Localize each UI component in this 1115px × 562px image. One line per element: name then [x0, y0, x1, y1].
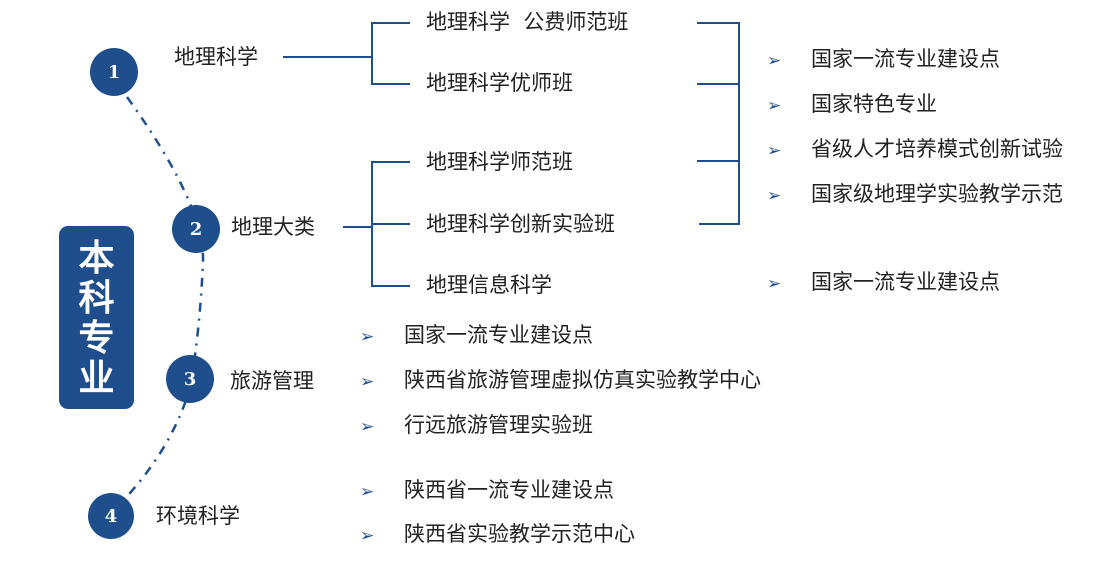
bracket-geo-science — [371, 22, 410, 85]
undergraduate-title-box: 本 科 专 业 — [59, 226, 134, 409]
list-item: ➢省级人才培养模式创新试验 — [767, 137, 1063, 161]
list-item: ➢陕西省旅游管理虚拟仿真实验教学中心 — [360, 368, 761, 392]
major-name-geo-science: 地理科学 — [174, 45, 258, 69]
title-char: 科 — [78, 277, 115, 319]
arrow-bullet-icon: ➢ — [767, 96, 782, 116]
arrow-bullet-icon: ➢ — [767, 186, 782, 206]
program-gis: 地理信息科学 — [426, 273, 552, 297]
list-item: ➢陕西省实验教学示范中心 — [360, 522, 635, 546]
arrow-bullet-icon: ➢ — [767, 51, 782, 71]
list-item: ➢国家一流专业建设点 — [767, 270, 1000, 294]
major-name-environment: 环境科学 — [156, 504, 240, 528]
program-excellent-teacher: 地理科学优师班 — [426, 71, 573, 95]
list-item: ➢国家一流专业建设点 — [767, 47, 1000, 71]
major-number-2: 2 — [172, 205, 220, 253]
program-innovation: 地理科学创新实验班 — [426, 212, 615, 236]
major-number-1: 1 — [90, 48, 138, 96]
major-name-geo-class: 地理大类 — [231, 215, 315, 239]
major-name-tourism: 旅游管理 — [230, 369, 314, 393]
program-normal: 地理科学师范班 — [426, 150, 573, 174]
timeline-arc — [111, 96, 205, 513]
list-item: ➢行远旅游管理实验班 — [360, 413, 593, 437]
arrow-bullet-icon: ➢ — [360, 327, 375, 347]
title-char: 业 — [78, 357, 115, 399]
arrow-bullet-icon: ➢ — [360, 526, 375, 546]
bracket-honors — [697, 22, 740, 225]
major-number-3: 3 — [166, 355, 214, 403]
arrow-bullet-icon: ➢ — [767, 141, 782, 161]
list-item: ➢国家一流专业建设点 — [360, 323, 593, 347]
arrow-bullet-icon: ➢ — [360, 372, 375, 392]
arrow-bullet-icon: ➢ — [360, 482, 375, 502]
list-item: ➢国家特色专业 — [767, 92, 937, 116]
list-item: ➢国家级地理学实验教学示范 — [767, 182, 1063, 206]
title-char: 本 — [78, 237, 115, 279]
arrow-bullet-icon: ➢ — [360, 417, 375, 437]
list-item: ➢陕西省一流专业建设点 — [360, 478, 614, 502]
title-char: 专 — [78, 317, 115, 359]
major-number-4: 4 — [88, 493, 134, 539]
program-public-normal: 地理科学 公费师范班 — [426, 10, 629, 34]
arrow-bullet-icon: ➢ — [767, 274, 782, 294]
